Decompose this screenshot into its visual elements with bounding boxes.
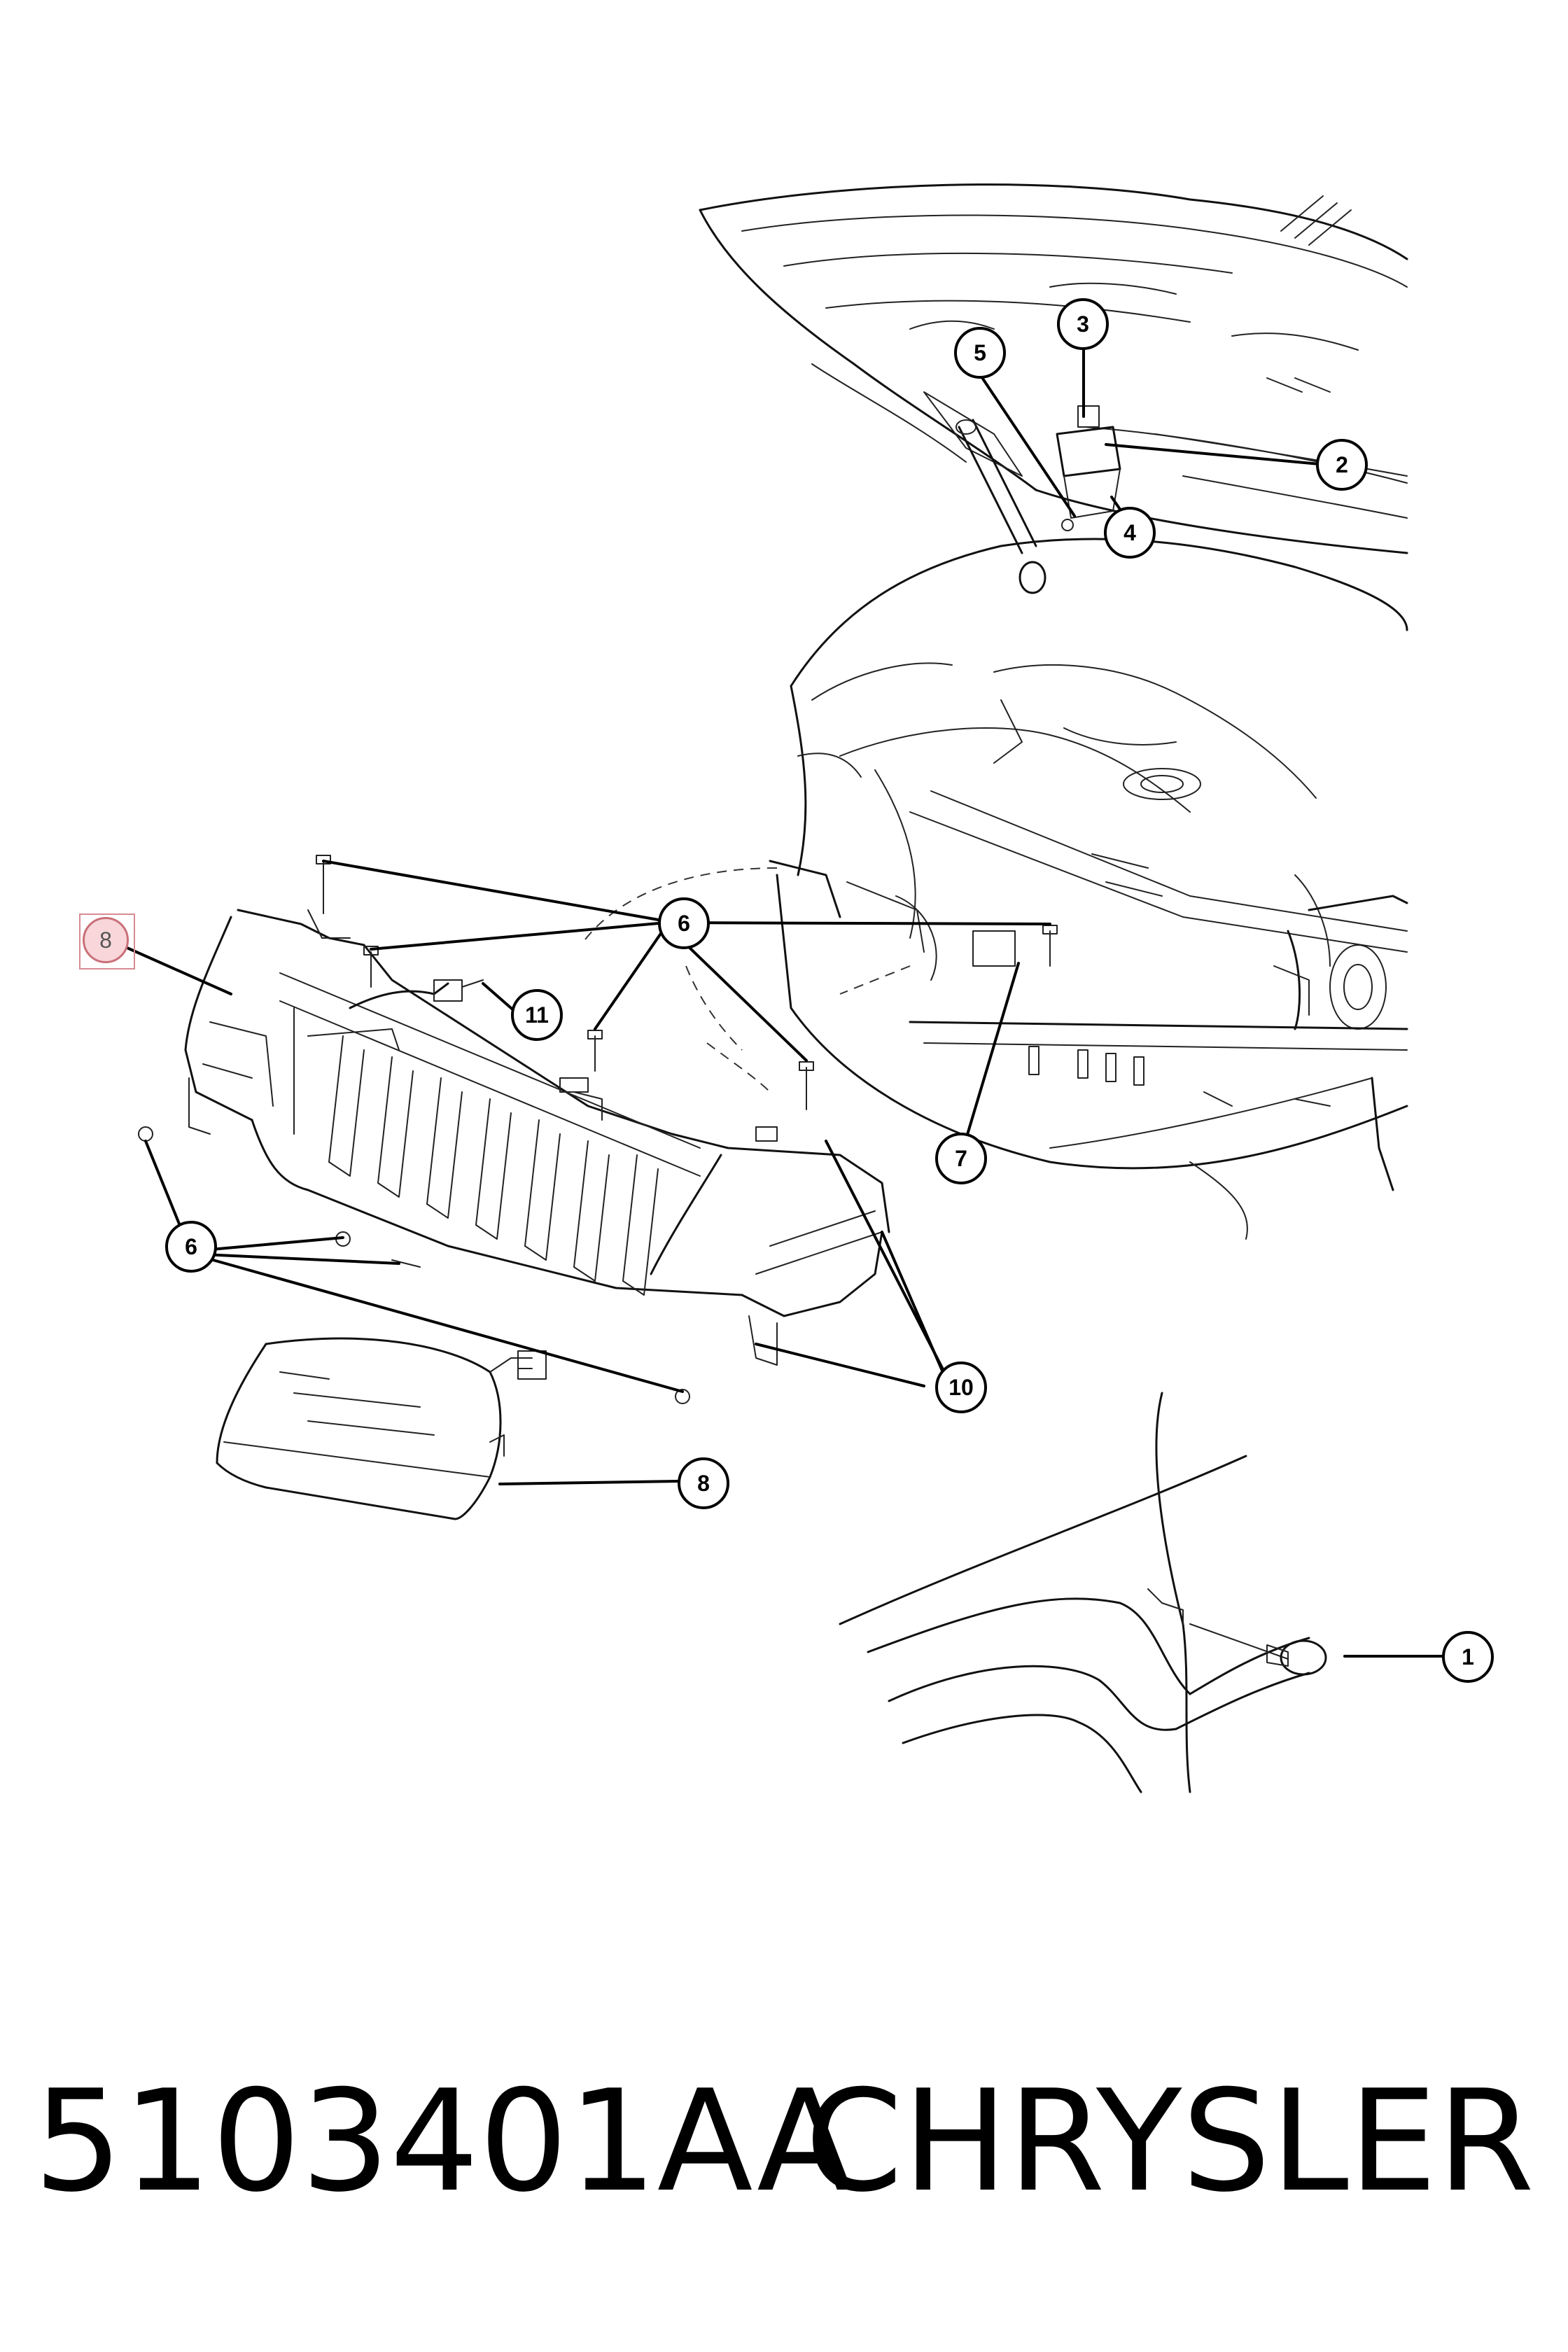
grille-panel-illustration <box>184 909 890 1366</box>
callout-3[interactable]: 3 <box>1057 298 1109 350</box>
fastener-bolts <box>138 855 1058 1404</box>
brand-name: CHRYSLER <box>804 2060 1534 2223</box>
hood-illustration <box>699 183 1408 554</box>
leader-lines <box>122 346 1443 1658</box>
callout-11[interactable]: 11 <box>511 989 563 1041</box>
callout-2[interactable]: 2 <box>1316 439 1368 491</box>
hood-prop-rod-illustration <box>955 419 1046 594</box>
callout-7[interactable]: 7 <box>935 1133 987 1184</box>
callout-1[interactable]: 1 <box>1442 1631 1494 1683</box>
callout-8-highlighted[interactable]: 8 <box>83 917 129 963</box>
wiring-harness-illustration <box>349 979 484 1009</box>
hood-latch-illustration <box>1056 405 1121 531</box>
callout-8[interactable]: 8 <box>678 1457 729 1509</box>
headlamp-illustration <box>216 1337 547 1520</box>
callout-4[interactable]: 4 <box>1104 507 1156 559</box>
fender-illustration <box>839 1392 1327 1793</box>
callout-5[interactable]: 5 <box>954 327 1006 379</box>
selection-frame <box>79 913 135 969</box>
callout-6-bottom[interactable]: 6 <box>165 1221 217 1273</box>
callout-10[interactable]: 10 <box>935 1362 987 1413</box>
engine-bay-illustration <box>769 538 1408 1240</box>
hidden-outline-lines <box>580 867 911 1093</box>
callout-6-top[interactable]: 6 <box>658 897 710 949</box>
part-number: 5103401AA <box>34 2060 853 2223</box>
